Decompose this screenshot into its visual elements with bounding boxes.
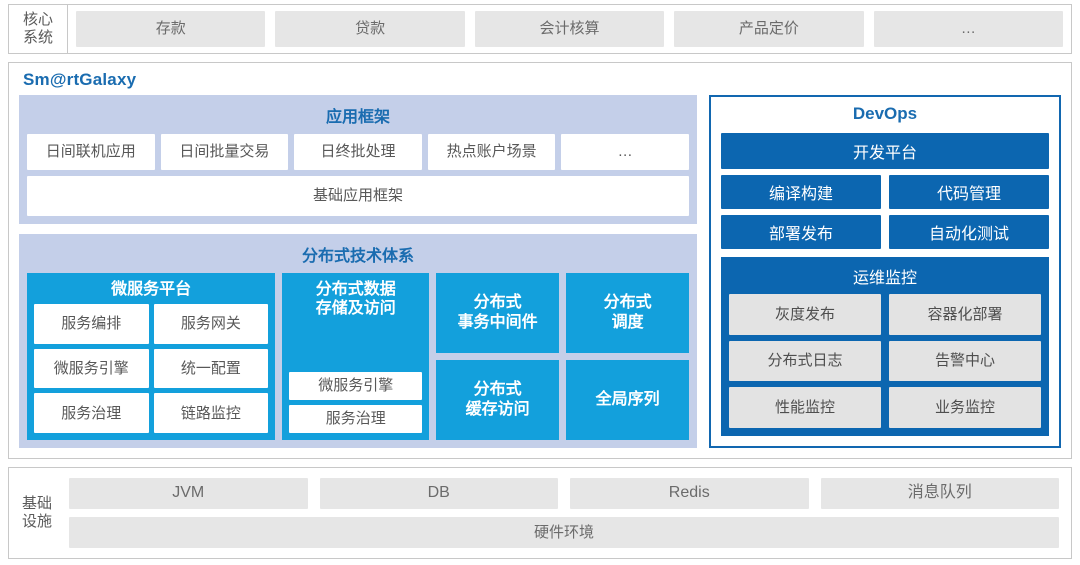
app-framework-items: 日间联机应用 日间批量交易 日终批处理 热点账户场景 …: [27, 134, 689, 170]
distributed-tech-grid: 微服务平台 服务编排 服务网关 微服务引擎 统一配置 服务治理 链路监控: [27, 273, 690, 440]
devops-dev-platform[interactable]: 开发平台: [721, 133, 1049, 169]
distributed-cache-access-line-2: 缓存访问: [465, 401, 530, 418]
distributed-tech-title: 分布式技术体系: [301, 248, 414, 265]
smartgalaxy-panel: Sm@rtGalaxy 应用框架 日间联机应用 日间批量交易 日终批处理 热点账…: [8, 62, 1072, 459]
app-framework-item-daytime-batch[interactable]: 日间批量交易: [160, 134, 289, 170]
core-system-item-pricing[interactable]: 产品定价: [674, 11, 864, 47]
ops-cell-performance-monitoring[interactable]: 性能监控: [729, 387, 881, 428]
ops-monitoring-title: 运维监控: [852, 270, 917, 287]
app-framework-item-more[interactable]: …: [561, 134, 689, 170]
devops-code-management[interactable]: 代码管理: [889, 175, 1049, 209]
distributed-tech-block: 分布式技术体系 微服务平台 服务编排 服务网关 微服务引擎 统一配置 服务治理: [19, 234, 697, 448]
distributed-data-storage-title-line-2: 存储及访问: [315, 300, 396, 318]
infrastructure-item-redis[interactable]: Redis: [570, 478, 809, 509]
infrastructure-hardware[interactable]: 硬件环境: [69, 517, 1059, 548]
app-framework-base[interactable]: 基础应用框架: [27, 176, 689, 216]
devops-row-build: 编译构建 代码管理: [721, 175, 1049, 209]
ops-cell-gray-release[interactable]: 灰度发布: [729, 294, 881, 335]
core-system-item-loan[interactable]: 贷款: [275, 11, 465, 47]
core-system-item-deposit[interactable]: 存款: [76, 11, 266, 47]
ms-cell-microservice-engine[interactable]: 微服务引擎: [34, 348, 149, 389]
infrastructure-item-jvm[interactable]: JVM: [69, 478, 308, 509]
smartgalaxy-body: 应用框架 日间联机应用 日间批量交易 日终批处理 热点账户场景 … 基础应用框架…: [19, 95, 1061, 448]
app-framework-title: 应用框架: [325, 109, 390, 126]
distributed-scheduling-card[interactable]: 分布式 调度: [566, 273, 690, 353]
global-sequence-card[interactable]: 全局序列: [566, 360, 690, 440]
infrastructure-body: JVM DB Redis 消息队列 硬件环境: [65, 468, 1071, 558]
core-system-row: 核心 系统 存款 贷款 会计核算 产品定价 …: [8, 4, 1072, 54]
infrastructure-label-line-1: 基础: [21, 495, 52, 513]
ms-cell-service-governance[interactable]: 服务治理: [34, 393, 149, 433]
core-system-item-accounting[interactable]: 会计核算: [474, 11, 665, 47]
distributed-scheduling-line-2: 调度: [611, 314, 644, 331]
smartgalaxy-right-column: DevOps 开发平台 编译构建 代码管理 部署发布 自动化测试 运维监控 灰度…: [709, 95, 1061, 448]
distributed-cache-access-card[interactable]: 分布式 缓存访问: [436, 360, 560, 440]
global-sequence-line-1: 全局序列: [595, 391, 660, 408]
app-framework-block: 应用框架 日间联机应用 日间批量交易 日终批处理 热点账户场景 … 基础应用框架: [19, 95, 697, 224]
devops-panel: DevOps 开发平台 编译构建 代码管理 部署发布 自动化测试 运维监控 灰度…: [709, 95, 1061, 448]
app-framework-item-eod-batch[interactable]: 日终批处理: [294, 134, 422, 170]
infrastructure-item-message-queue[interactable]: 消息队列: [820, 478, 1059, 509]
ms-cell-service-orchestration[interactable]: 服务编排: [34, 304, 149, 344]
app-framework-item-hot-account[interactable]: 热点账户场景: [427, 134, 556, 170]
devops-title: DevOps: [852, 104, 918, 123]
ops-cell-business-monitoring[interactable]: 业务监控: [889, 387, 1041, 428]
core-system-items: 存款 贷款 会计核算 产品定价 …: [68, 5, 1071, 53]
infrastructure-label-line-2: 设施: [21, 513, 52, 530]
ds-cell-service-governance[interactable]: 服务治理: [289, 405, 423, 433]
smartgalaxy-left-column: 应用框架 日间联机应用 日间批量交易 日终批处理 热点账户场景 … 基础应用框架…: [19, 95, 697, 448]
distributed-data-storage-cells: 微服务引擎 服务治理: [289, 323, 423, 433]
devops-compile-build[interactable]: 编译构建: [721, 175, 881, 209]
core-system-label-line-2: 系统: [22, 29, 53, 46]
ops-cell-alert-center[interactable]: 告警中心: [889, 340, 1041, 382]
ms-cell-service-gateway[interactable]: 服务网关: [153, 304, 269, 344]
distributed-data-storage-card[interactable]: 分布式数据 存储及访问 微服务引擎 服务治理: [282, 273, 430, 440]
ms-cell-trace-monitoring[interactable]: 链路监控: [153, 393, 269, 433]
ms-cell-unified-config[interactable]: 统一配置: [153, 348, 269, 389]
devops-row-deploy: 部署发布 自动化测试: [721, 215, 1049, 249]
microservice-platform-title: 微服务平台: [111, 281, 192, 298]
infrastructure-items: JVM DB Redis 消息队列: [69, 478, 1059, 509]
smartgalaxy-title: Sm@rtGalaxy: [23, 70, 137, 89]
infrastructure-label: 基础 设施: [9, 468, 65, 558]
microservice-platform-cells: 服务编排 服务网关 微服务引擎 统一配置 服务治理 链路监控: [34, 304, 269, 433]
distributed-transaction-middleware-line-1: 分布式: [473, 294, 522, 311]
ops-monitoring-block: 运维监控 灰度发布 容器化部署 分布式日志 告警中心 性能监控 业务监控: [721, 257, 1049, 436]
distributed-col-transaction-cache: 分布式 事务中间件 分布式 缓存访问: [436, 273, 560, 440]
core-system-item-more[interactable]: …: [873, 11, 1064, 47]
core-system-label-line-1: 核心: [22, 11, 53, 29]
ds-cell-microservice-engine[interactable]: 微服务引擎: [289, 372, 423, 400]
distributed-cache-access-line-1: 分布式: [473, 381, 522, 398]
ops-cell-distributed-logging[interactable]: 分布式日志: [729, 340, 881, 382]
distributed-transaction-middleware-card[interactable]: 分布式 事务中间件: [436, 273, 560, 353]
ops-cell-containerized-deploy[interactable]: 容器化部署: [889, 294, 1041, 335]
devops-automated-testing[interactable]: 自动化测试: [889, 215, 1049, 249]
infrastructure-row: 基础 设施 JVM DB Redis 消息队列 硬件环境: [8, 467, 1072, 559]
microservice-platform-card[interactable]: 微服务平台 服务编排 服务网关 微服务引擎 统一配置 服务治理 链路监控: [27, 273, 276, 440]
distributed-transaction-middleware-line-2: 事务中间件: [457, 314, 538, 331]
distributed-scheduling-line-1: 分布式: [603, 294, 652, 311]
ops-monitoring-cells: 灰度发布 容器化部署 分布式日志 告警中心 性能监控 业务监控: [729, 294, 1041, 428]
distributed-col-scheduling-sequence: 分布式 调度 全局序列: [566, 273, 690, 440]
distributed-data-storage-title: 分布式数据 存储及访问: [289, 277, 422, 323]
devops-deploy-release[interactable]: 部署发布: [721, 215, 881, 249]
app-framework-item-daytime-online[interactable]: 日间联机应用: [27, 134, 155, 170]
core-system-label: 核心 系统: [9, 5, 68, 53]
distributed-data-storage-title-line-1: 分布式数据: [315, 281, 396, 298]
infrastructure-item-db[interactable]: DB: [319, 478, 558, 509]
